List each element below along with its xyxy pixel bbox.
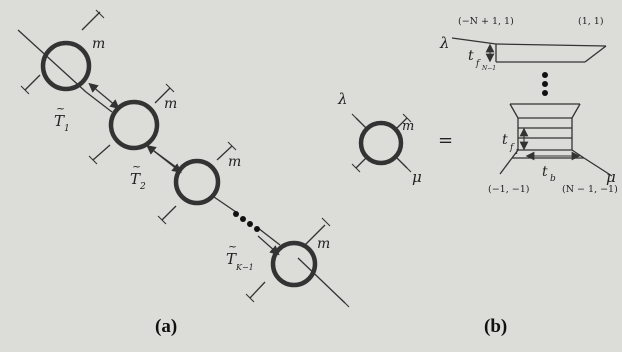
svg-text:T: T: [130, 170, 141, 188]
charge-label-2: m: [164, 96, 177, 112]
gap-arrow-1: [88, 82, 120, 110]
chain-leg-end: [297, 257, 346, 304]
svg-text:t: t: [468, 48, 474, 64]
ellipsis-dots: [233, 211, 260, 232]
svg-text:t: t: [542, 164, 548, 180]
vertex-circle-k: [270, 240, 318, 288]
svg-text:1: 1: [515, 149, 519, 156]
svg-text:~: ~: [56, 102, 65, 115]
panel-a: [17, 9, 350, 308]
coord-top-left: (−N + 1, 1): [458, 16, 514, 27]
gap-label-2: ~ T 2: [130, 160, 146, 192]
ladder-ellipsis-dots: [542, 72, 548, 96]
vertex-circle-1: [40, 40, 92, 92]
gap-label-1: ~ T 1: [54, 102, 70, 134]
charge-label-k: m: [317, 236, 330, 252]
vertex-label-m: m: [402, 119, 414, 134]
svg-text:f: f: [475, 59, 481, 69]
charge-label-3: m: [228, 154, 241, 170]
vertex-circle-3: [173, 158, 221, 206]
svg-text:b: b: [550, 174, 556, 184]
gap-label-k: ~ T K−1: [226, 240, 254, 272]
panel-b-label: (b): [484, 316, 507, 337]
svg-text:2: 2: [139, 182, 146, 192]
svg-text:~: ~: [132, 160, 141, 173]
ladder-diagram: [451, 37, 613, 177]
coord-bottom-right: (N − 1, −1): [562, 184, 618, 195]
coord-top-right: (1, 1): [578, 16, 604, 27]
t-fN-1-label: t f N−1: [468, 48, 496, 72]
gap-arrow-k: [257, 235, 280, 256]
equals-sign: =: [438, 130, 453, 151]
gap-arrow-2: [146, 145, 182, 173]
charge-label-1: m: [92, 36, 105, 52]
single-vertex: [351, 113, 412, 173]
ladder-label-lambda: λ: [439, 34, 450, 52]
svg-text:T: T: [54, 112, 65, 130]
panel-a-label: (a): [155, 316, 177, 337]
vertex-label-lambda: λ: [337, 90, 348, 108]
chain-leg-start: [17, 29, 87, 93]
vertex-circle-2: [108, 99, 160, 151]
svg-text:~: ~: [228, 240, 237, 253]
t-f1-label: t f 1: [502, 132, 519, 156]
t-b-label: t b: [542, 164, 556, 184]
vertex-label-mu: μ: [412, 168, 422, 186]
svg-text:t: t: [502, 132, 508, 148]
svg-text:f: f: [509, 143, 515, 153]
svg-text:1: 1: [64, 124, 70, 134]
leg-tick-marks: [20, 9, 350, 308]
svg-text:N−1: N−1: [481, 65, 496, 72]
svg-text:K−1: K−1: [235, 263, 254, 272]
vertex-circle-single: [358, 120, 404, 166]
ladder-label-mu: μ: [606, 168, 616, 186]
coord-bottom-left: (−1, −1): [488, 184, 529, 195]
svg-text:T: T: [226, 250, 237, 268]
